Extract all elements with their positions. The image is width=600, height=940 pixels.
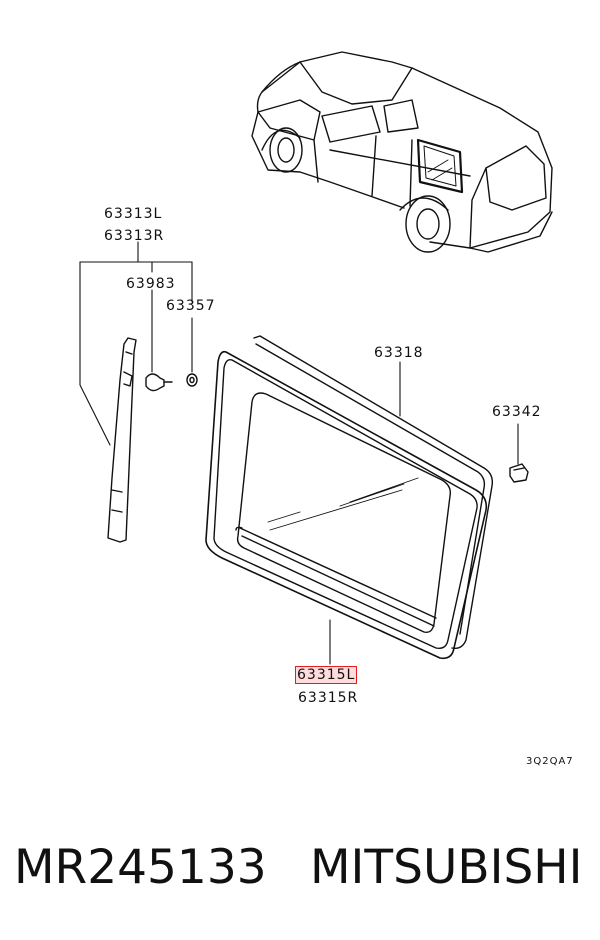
label-63315L-highlighted[interactable]: 63315L — [294, 666, 358, 684]
label-63315R: 63315R — [298, 690, 359, 706]
diagram-reference-code: 3Q2QA7 — [526, 756, 574, 767]
label-63313R: 63313R — [104, 228, 165, 244]
leader-lines-left — [79, 241, 193, 446]
label-63318: 63318 — [374, 345, 424, 361]
label-63357: 63357 — [166, 298, 216, 314]
label-63313L: 63313L — [104, 206, 163, 222]
vehicle-illustration — [251, 51, 553, 253]
clip-63983 — [145, 373, 173, 392]
weatherstrip-63318 — [253, 335, 494, 650]
part-number: MR245133 — [14, 840, 267, 895]
label-63983: 63983 — [126, 276, 176, 292]
fastener-63342 — [509, 423, 529, 483]
moulding-strip — [107, 337, 137, 543]
label-63342: 63342 — [492, 404, 542, 420]
brand-name: MITSUBISHI — [310, 840, 583, 895]
quarter-glass — [205, 350, 488, 660]
grommet-63357 — [186, 373, 198, 387]
